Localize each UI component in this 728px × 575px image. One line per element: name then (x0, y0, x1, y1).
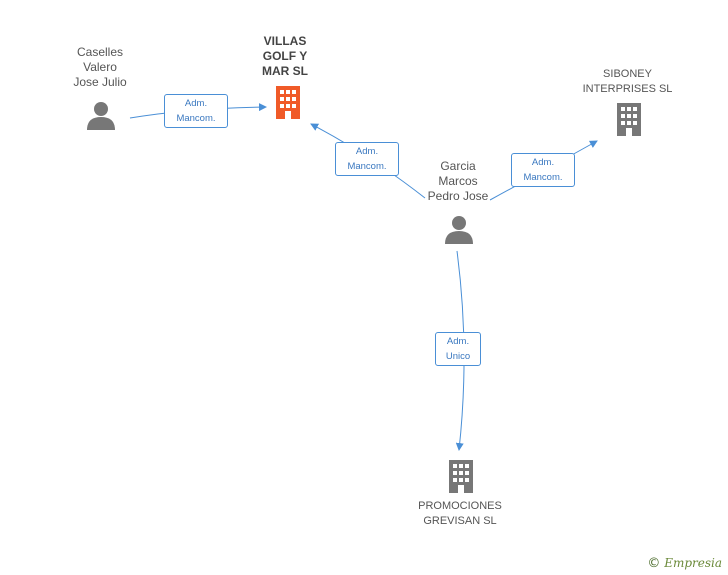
main-company-building-icon[interactable] (273, 86, 303, 120)
person-caselles-label[interactable]: Caselles Valero Jose Julio (73, 45, 127, 89)
relation-badge-garcia-villas[interactable]: Adm. Mancom. (335, 142, 399, 176)
relation-badge-caselles-villas[interactable]: Adm. Mancom. (164, 94, 228, 128)
company-promociones-building-icon[interactable] (446, 460, 476, 494)
person-caselles-icon[interactable] (86, 101, 116, 130)
empresia-watermark: © Empresia (647, 556, 722, 571)
company-siboney-building-icon[interactable] (614, 103, 644, 137)
watermark-brand: Empresia (664, 556, 722, 570)
person-garcia-label[interactable]: Garcia Marcos Pedro Jose (427, 159, 489, 203)
company-promociones-label[interactable]: PROMOCIONES GREVISAN SL (418, 500, 502, 527)
person-garcia-icon[interactable] (444, 215, 474, 244)
relation-badge-garcia-siboney[interactable]: Adm. Mancom. (511, 153, 575, 187)
company-siboney-label[interactable]: SIBONEY INTERPRISES SL (582, 68, 673, 95)
main-company-label[interactable]: VILLAS GOLF Y MAR SL (262, 34, 308, 78)
copyright-icon: © (647, 556, 661, 571)
relation-badge-garcia-promociones[interactable]: Adm. Unico (435, 332, 481, 366)
